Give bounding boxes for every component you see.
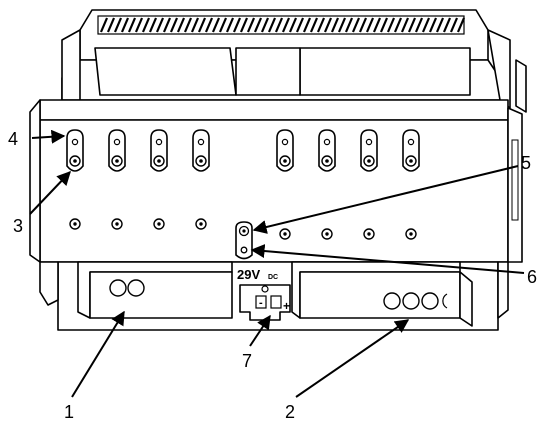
indicator-led-3 xyxy=(153,218,165,230)
channel-switch-4[interactable] xyxy=(192,129,210,172)
channel-switch-row xyxy=(66,129,420,172)
screw-terminal[interactable] xyxy=(127,279,145,297)
screw-terminal[interactable] xyxy=(383,292,401,310)
screw-terminal[interactable] xyxy=(109,279,127,297)
channel-status-led xyxy=(407,138,415,146)
terminal-plus: + xyxy=(283,299,290,313)
channel-status-led xyxy=(71,138,79,146)
terminal-block-left xyxy=(77,261,233,319)
terminal-block-right xyxy=(291,261,473,327)
indicator-led-1 xyxy=(69,218,81,230)
channel-switch-2[interactable] xyxy=(108,129,126,172)
indicator-led-7 xyxy=(363,228,375,240)
top-housing xyxy=(61,9,511,109)
indicator-led-4 xyxy=(195,218,207,230)
channel-switch-1[interactable] xyxy=(66,129,84,172)
voltage-label: 29V xyxy=(237,267,260,282)
callout-leaders xyxy=(29,129,525,398)
programming-button[interactable] xyxy=(235,221,253,260)
channel-switch-8[interactable] xyxy=(402,129,420,172)
status-led-row xyxy=(69,218,417,240)
callout-1: 1 xyxy=(64,402,74,422)
bus-connector[interactable]: - + xyxy=(239,284,291,321)
ventilation-grille xyxy=(97,15,466,35)
channel-switch-6[interactable] xyxy=(318,129,336,172)
callout-7: 7 xyxy=(242,351,252,371)
indicator-led-8 xyxy=(405,228,417,240)
indicator-led-5 xyxy=(279,228,291,240)
callout-6: 6 xyxy=(527,267,537,287)
programming-led xyxy=(240,246,248,254)
callout-4: 4 xyxy=(8,129,18,149)
screw-terminal[interactable] xyxy=(402,292,420,310)
voltage-suffix: DC xyxy=(268,274,278,281)
channel-switch-7[interactable] xyxy=(360,129,378,172)
channel-status-led xyxy=(281,138,289,146)
callout-2: 2 xyxy=(285,402,295,422)
lower-housing: - + 29V DC xyxy=(39,261,509,331)
channel-switch-3[interactable] xyxy=(150,129,168,172)
callout-5: 5 xyxy=(521,153,531,173)
voltage-marking: 29V DC xyxy=(237,267,278,282)
channel-status-led xyxy=(323,138,331,146)
channel-switch-5[interactable] xyxy=(276,129,294,172)
screw-terminal[interactable] xyxy=(421,292,439,310)
indicator-led-2 xyxy=(111,218,123,230)
channel-status-led xyxy=(197,138,205,146)
channel-status-led xyxy=(155,138,163,146)
terminal-minus: - xyxy=(259,297,263,309)
channel-status-led xyxy=(113,138,121,146)
callout-3: 3 xyxy=(13,216,23,236)
indicator-led-6 xyxy=(321,228,333,240)
channel-status-led xyxy=(365,138,373,146)
callout-labels: 4 3 5 6 1 2 7 xyxy=(8,129,537,422)
